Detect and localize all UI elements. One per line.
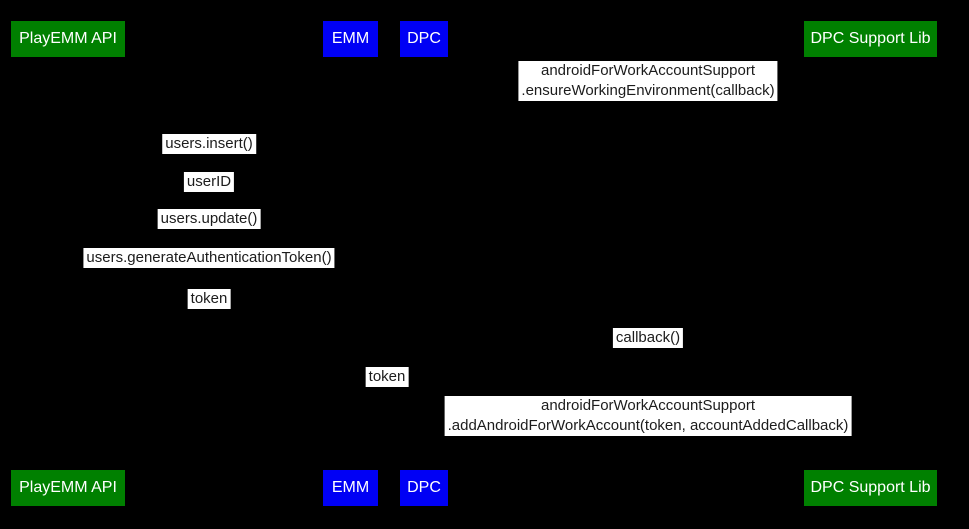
- lifeline-dpc-support-lib: [870, 57, 871, 470]
- actor-emm-top: EMM: [323, 21, 378, 57]
- message-line: token: [368, 368, 406, 385]
- actor-dpc-bottom: DPC: [400, 470, 448, 506]
- message-user-id: userID: [183, 172, 235, 192]
- actor-dpc-support-lib-bottom: DPC Support Lib: [804, 470, 937, 506]
- message-line: users.generateAuthenticationToken(): [86, 249, 332, 266]
- actor-dpc-support-lib-top: DPC Support Lib: [804, 21, 937, 57]
- message-line: .addAndroidForWorkAccount(token, account…: [447, 417, 849, 434]
- message-generate-authentication-token: users.generateAuthenticationToken(): [83, 248, 335, 268]
- message-users-insert: users.insert(): [162, 134, 256, 154]
- message-line: .ensureWorkingEnvironment(callback): [521, 82, 775, 99]
- message-line: userID: [186, 173, 232, 190]
- message-line: callback(): [615, 329, 681, 346]
- actor-emm-bottom: EMM: [323, 470, 378, 506]
- message-ensure-working-environment: androidForWorkAccountSupport .ensureWork…: [518, 61, 778, 101]
- message-add-android-for-work-account: androidForWorkAccountSupport .addAndroid…: [444, 396, 852, 436]
- message-users-update: users.update(): [157, 209, 261, 229]
- actor-dpc-top: DPC: [400, 21, 448, 57]
- lifeline-emm: [350, 57, 351, 470]
- message-line: androidForWorkAccountSupport: [540, 62, 755, 79]
- message-line: users.update(): [160, 210, 258, 227]
- lifeline-dpc: [423, 57, 424, 470]
- message-line: androidForWorkAccountSupport: [541, 397, 755, 414]
- message-line: users.insert(): [165, 135, 253, 152]
- actor-playemm-api-top: PlayEMM API: [11, 21, 125, 57]
- message-token-api-emm: token: [187, 289, 231, 309]
- message-token-emm-dpc: token: [365, 367, 409, 387]
- lifeline-playemm-api: [67, 57, 68, 470]
- message-callback: callback(): [612, 328, 684, 348]
- message-line: token: [190, 290, 228, 307]
- actor-playemm-api-bottom: PlayEMM API: [11, 470, 125, 506]
